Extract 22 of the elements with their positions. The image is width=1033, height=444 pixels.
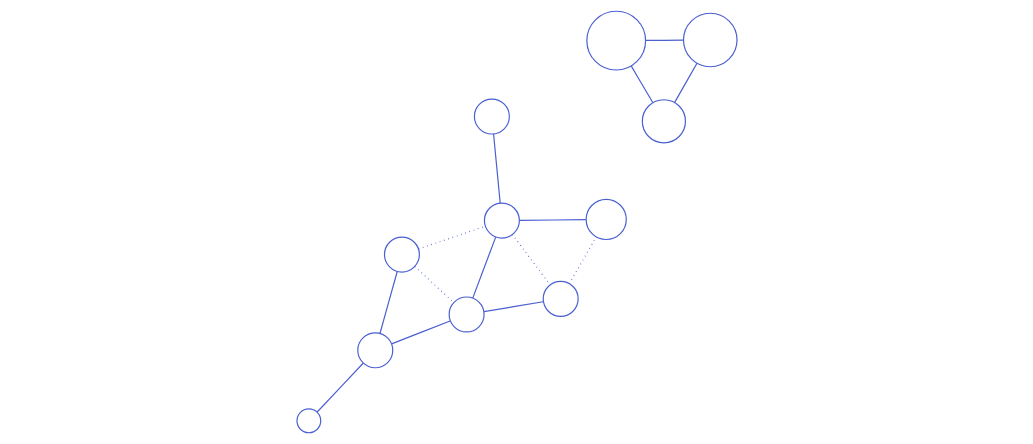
node-circle: [473, 98, 510, 135]
node-circle: [356, 332, 393, 369]
connector: [511, 234, 551, 286]
node-circle: [542, 280, 579, 317]
connector: [471, 236, 496, 299]
node-circle: [383, 236, 420, 273]
connector: [482, 301, 544, 313]
connector: [492, 133, 501, 204]
connector: [378, 270, 398, 334]
connector: [673, 62, 698, 103]
connector: [518, 219, 586, 221]
connector: [316, 362, 364, 413]
node-circle: [585, 10, 646, 71]
node-circle: [585, 198, 627, 241]
node-circle: [448, 296, 485, 333]
connector: [630, 65, 653, 104]
node-circle: [682, 12, 738, 68]
node-circle: [483, 202, 520, 239]
connector: [390, 320, 451, 345]
node-circle: [641, 99, 686, 144]
node-circle: [295, 408, 321, 434]
connector: [644, 39, 684, 42]
